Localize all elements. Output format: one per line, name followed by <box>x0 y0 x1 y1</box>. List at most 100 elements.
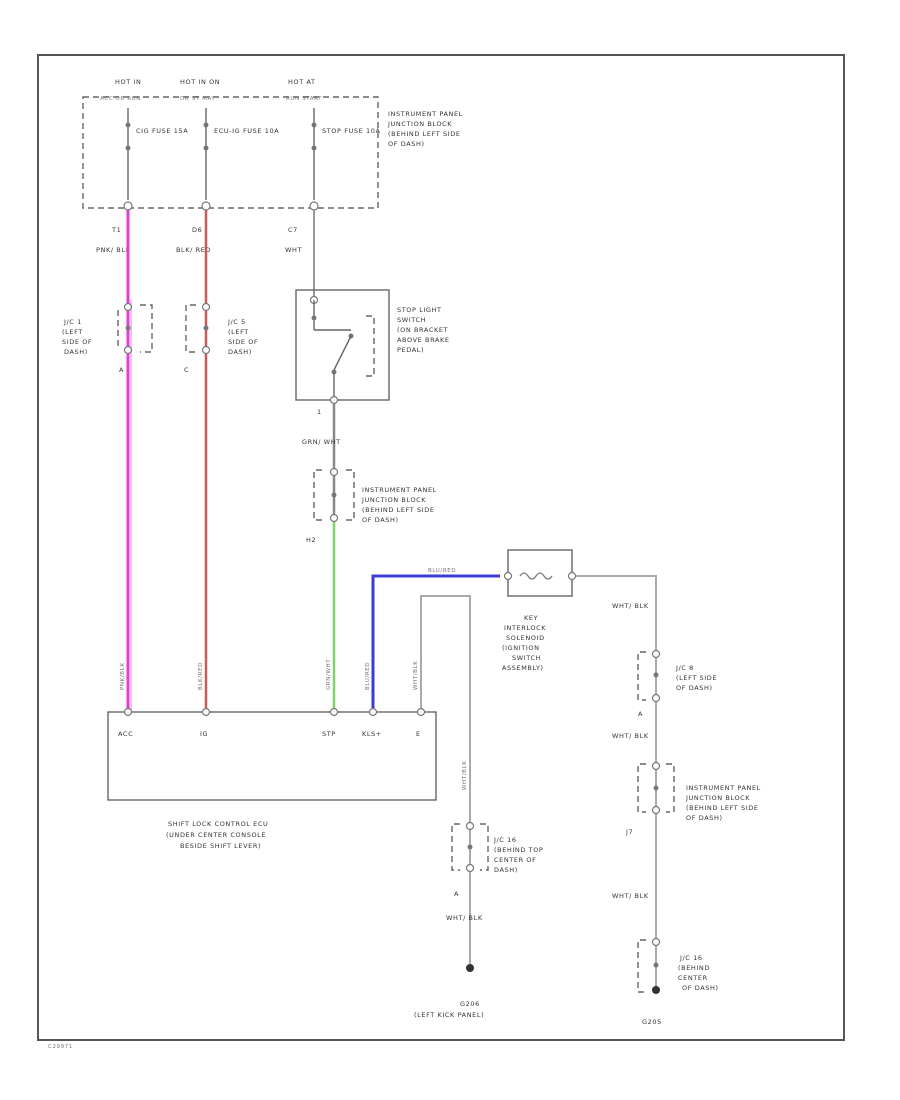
switch-dot <box>311 315 317 321</box>
switch-contact <box>333 335 352 371</box>
hot-sublabel-3: RUN START <box>286 96 322 102</box>
terminal <box>309 201 319 211</box>
ecu-pin-stp: STP <box>322 730 336 738</box>
ground-right-jc2-desc: J/C 16 (BEHIND CENTER OF DASH) <box>678 954 719 992</box>
wire-blu-red <box>371 574 500 712</box>
key-interlock-solenoid: BLU/RED KEY INTERLOCK SOLENOID (IGNITION… <box>428 549 577 672</box>
vwire-label-red: BLK/RED <box>198 662 204 690</box>
ecu-pin-acc: ACC <box>118 730 133 738</box>
jc-left-2-desc: J/C 5 (LEFT SIDE OF DASH) <box>227 318 261 356</box>
terminal <box>329 707 339 717</box>
fuse-box-desc-line: INSTRUMENT PANEL <box>388 110 463 118</box>
hot-sublabel-2: OR ST MAY <box>180 96 215 102</box>
jc-outline <box>117 304 153 353</box>
splice-dot <box>467 844 473 850</box>
terminal <box>651 937 661 947</box>
pin-t1: T1 <box>111 226 121 234</box>
terminal <box>123 345 133 355</box>
wire-wht-blk-right <box>572 575 657 988</box>
jc-left-1: J/C 1 (LEFT SIDE OF DASH) A <box>62 302 153 374</box>
fuse-dot <box>125 122 131 128</box>
wire-color-blk-red: BLK/ RED <box>176 246 211 254</box>
jc-outline <box>185 304 196 353</box>
wire-color-pnk-blk: PNK/ BLK <box>96 246 131 254</box>
ground-left: J/C 16 (BEHIND TOP CENTER OF DASH) A WHT… <box>414 821 546 1019</box>
ground-right-ipjb-pin: J7 <box>625 828 633 836</box>
ground-right-ipjb-desc: INSTRUMENT PANEL JUNCTION BLOCK (BEHIND … <box>685 784 764 822</box>
terminal <box>651 693 661 703</box>
jc-outline <box>637 939 646 993</box>
terminal <box>503 571 513 581</box>
terminal <box>651 649 661 659</box>
ecu-pin-e: E <box>416 730 421 738</box>
vwire-label-ground-left: WHT/BLK <box>462 761 468 790</box>
ground-right-wire-color-1: WHT/ BLK <box>612 602 649 610</box>
wire-wht-blk-left <box>420 595 471 968</box>
wire-color-wht: WHT <box>285 246 302 254</box>
fuse-box-desc-line: JUNCTION BLOCK <box>387 120 452 128</box>
jc-left-2: J/C 5 (LEFT SIDE OF DASH) C <box>184 302 261 374</box>
fuse-dot <box>311 145 317 151</box>
fuse-box: HOT IN HOT IN ON HOT AT ACC OR RUN OR ST… <box>82 78 466 211</box>
stop-switch-pin: 1 <box>317 408 322 416</box>
terminal <box>465 821 475 831</box>
stop-switch-box <box>295 289 390 401</box>
terminal <box>567 571 577 581</box>
ground-left-wire-color: WHT/ BLK <box>446 914 483 922</box>
splice-dot <box>203 325 209 331</box>
fuse-ecu-ig-label: ECU-IG FUSE 10A <box>214 127 279 135</box>
stp-wire-color: GRN/ WHT <box>302 438 341 446</box>
hot-label-3: HOT AT <box>288 78 316 86</box>
ground-right-jc1-pin: A <box>638 710 643 718</box>
fuse-box-desc-line: (BEHIND LEFT SIDE <box>388 130 461 138</box>
ip-jb-mid: INSTRUMENT PANEL JUNCTION BLOCK (BEHIND … <box>306 467 440 544</box>
ecu-pin-ig: IG <box>200 730 208 738</box>
fuse-box-description: INSTRUMENT PANEL JUNCTION BLOCK (BEHIND … <box>387 110 466 148</box>
fuse-stop-label: STOP FUSE 10A <box>322 127 381 135</box>
fuse-box-desc-line: OF DASH) <box>388 140 425 148</box>
splice-dot <box>653 962 659 968</box>
vwire-label-blu: BLU/RED <box>365 662 371 690</box>
ground-right: WHT/ BLK J/C 8 (LEFT SIDE OF DASH) A WHT… <box>612 602 764 1026</box>
terminal <box>123 201 133 211</box>
terminal <box>329 395 339 405</box>
blue-wire-tag: BLU/RED <box>428 568 456 574</box>
stop-light-switch: STOP LIGHT SWITCH (ON BRACKET ABOVE BRAK… <box>295 289 452 416</box>
ecu-box <box>107 711 437 801</box>
ip-jb-mid-desc: INSTRUMENT PANEL JUNCTION BLOCK (BEHIND … <box>361 486 440 524</box>
fuse-dot <box>203 122 209 128</box>
solenoid-desc: KEY INTERLOCK SOLENOID (IGNITION SWITCH … <box>502 614 549 672</box>
hot-label-2: HOT IN ON <box>180 78 220 86</box>
jc-outline <box>637 651 646 701</box>
jc-outline <box>451 823 489 871</box>
vwire-label-grn: GRN/WHT <box>326 659 332 690</box>
fuse-dot <box>311 122 317 128</box>
ecu-desc: SHIFT LOCK CONTROL ECU (UNDER CENTER CON… <box>166 820 271 850</box>
vwire-label-pnk: PNK/BLK <box>120 662 126 690</box>
diagram-id: C29971 <box>48 1044 73 1050</box>
splice-dot <box>125 325 131 331</box>
terminal <box>201 201 211 211</box>
jc-left-1-pin: A <box>119 366 124 374</box>
ecu-pin-kls: KLS+ <box>362 730 382 738</box>
splice-dot <box>331 492 337 498</box>
terminal <box>123 302 133 312</box>
ground-left-jc-desc: J/C 16 (BEHIND TOP CENTER OF DASH) <box>493 836 546 874</box>
fuse-dot <box>203 145 209 151</box>
ground-left-label: G206 (LEFT KICK PANEL) <box>414 1000 484 1019</box>
jc-left-1-desc: J/C 1 (LEFT SIDE OF DASH) <box>62 318 95 356</box>
jc-left-2-pin: C <box>184 366 189 374</box>
ground-left-jc-pin: A <box>454 890 459 898</box>
fuse-box-outline <box>82 96 379 209</box>
terminal <box>201 345 211 355</box>
terminal <box>368 707 378 717</box>
terminal <box>123 707 133 717</box>
stop-switch-desc: STOP LIGHT SWITCH (ON BRACKET ABOVE BRAK… <box>397 306 452 354</box>
ip-jb-mid-pin: H2 <box>306 536 316 544</box>
terminal <box>201 302 211 312</box>
terminal <box>329 513 339 523</box>
jb-outline <box>313 469 355 521</box>
ground-symbol <box>652 986 660 994</box>
switch-bracket <box>366 315 375 377</box>
